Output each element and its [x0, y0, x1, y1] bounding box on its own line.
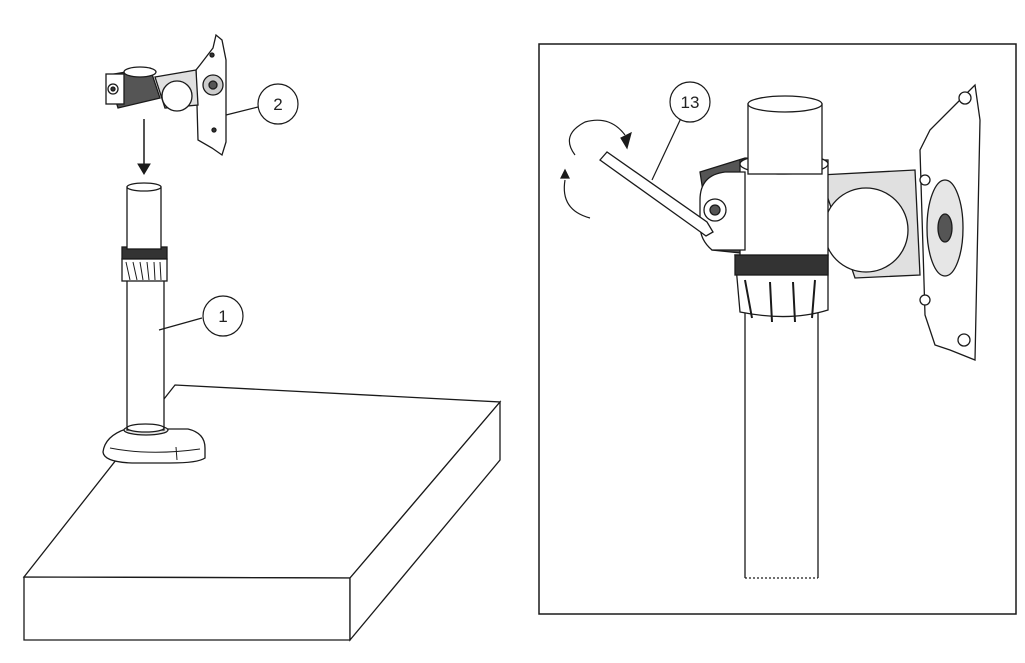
callout-2-label: 2 — [273, 95, 282, 114]
mount-head — [105, 33, 227, 157]
rotation-arrow-icon — [560, 119, 632, 219]
detail-collar — [734, 254, 829, 323]
detail-arm-block — [819, 169, 921, 279]
callout-1-leader — [158, 317, 203, 331]
desk-slab — [22, 384, 502, 642]
pole — [121, 182, 168, 433]
callout-2-leader — [225, 106, 259, 116]
callout-2: 2 — [225, 83, 299, 125]
down-arrow-icon — [137, 119, 151, 175]
callout-13-leader — [651, 115, 683, 181]
callout-1-label: 1 — [218, 307, 227, 326]
callout-13-bubble — [669, 81, 711, 123]
callout-1-bubble — [202, 295, 244, 337]
callout-13-label: 13 — [681, 93, 700, 112]
callout-2-bubble — [257, 83, 299, 125]
detail-vesa-plate — [919, 83, 981, 361]
detail-pole-top — [747, 95, 823, 175]
callout-1: 1 — [158, 295, 244, 337]
hex-key — [599, 151, 714, 237]
callout-13: 13 — [651, 81, 711, 181]
detail-pole — [744, 310, 819, 579]
